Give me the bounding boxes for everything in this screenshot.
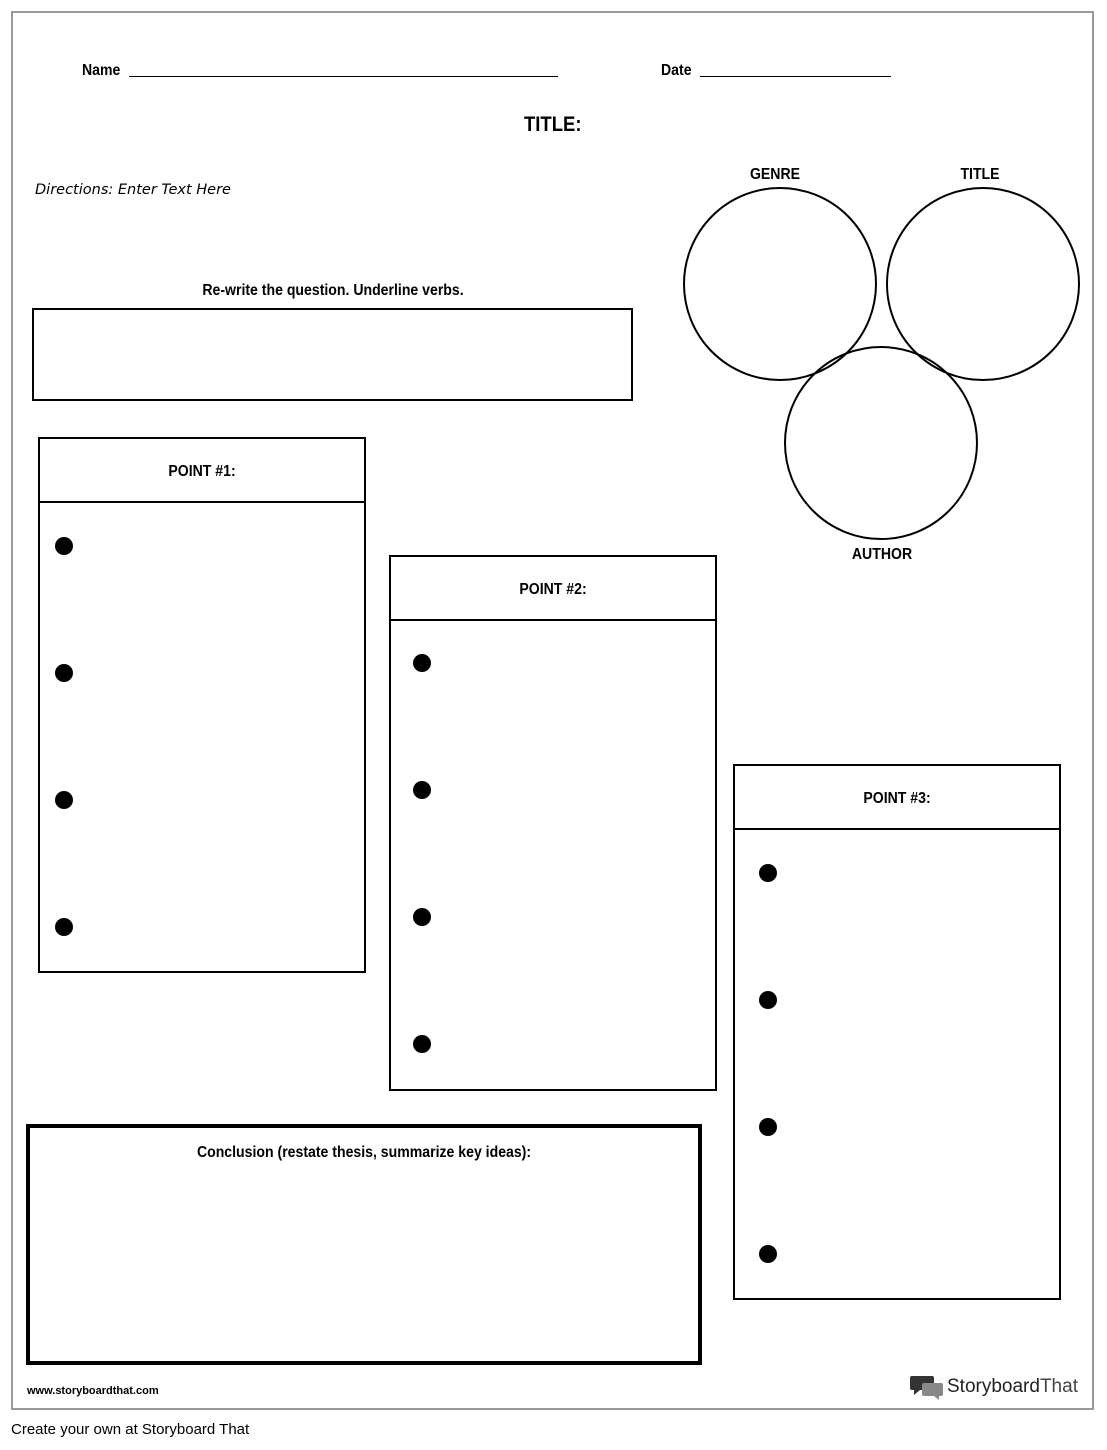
venn-genre-label: GENRE [749,166,801,183]
bullet-dot [759,1245,777,1263]
storyboardthat-logo: StoryboardThat [910,1374,1078,1400]
bullet-dot [413,781,431,799]
point-2-box[interactable]: POINT #2: [389,555,717,1091]
point-2-label: POINT #2: [519,581,587,598]
venn-genre-circle[interactable] [683,187,877,381]
point-3-label: POINT #3: [863,790,931,807]
brand-name: StoryboardThat [947,1376,1078,1398]
brand-that: That [1039,1376,1078,1397]
bullet-dot [413,654,431,672]
bullet-dot [759,864,777,882]
question-prompt: Re-write the question. Underline verbs. [202,282,464,299]
point-1-box[interactable]: POINT #1: [38,437,366,973]
bullet-dot [55,664,73,682]
date-label: Date [661,62,692,79]
venn-title-label: TITLE [960,166,1000,183]
speech-bubbles-icon [910,1376,943,1400]
create-caption[interactable]: Create your own at Storyboard That [11,1421,250,1438]
point-3-header: POINT #3: [735,766,1059,830]
bullet-dot [55,537,73,555]
bullet-dot [55,918,73,936]
bullet-dot [413,908,431,926]
point-3-box[interactable]: POINT #3: [733,764,1061,1300]
name-line[interactable] [129,76,558,77]
date-line[interactable] [700,76,891,77]
name-label: Name [82,62,121,79]
venn-author-label: AUTHOR [851,546,913,563]
bullet-dot [413,1035,431,1053]
point-1-label: POINT #1: [168,463,236,480]
page-title: TITLE: [524,113,582,136]
bullet-dot [759,991,777,1009]
brand-storyboard: Storyboard [947,1376,1040,1397]
bullet-dot [55,791,73,809]
conclusion-label: Conclusion (restate thesis, summarize ke… [196,1144,532,1161]
bullet-dot [759,1118,777,1136]
point-1-header: POINT #1: [40,439,364,503]
footer-url: www.storyboardthat.com [27,1385,159,1397]
conclusion-box[interactable] [26,1124,702,1365]
question-box[interactable] [32,308,633,401]
point-2-header: POINT #2: [391,557,715,621]
directions-text: Directions: Enter Text Here [35,182,231,198]
venn-author-circle[interactable] [784,346,978,540]
venn-title-circle[interactable] [886,187,1080,381]
